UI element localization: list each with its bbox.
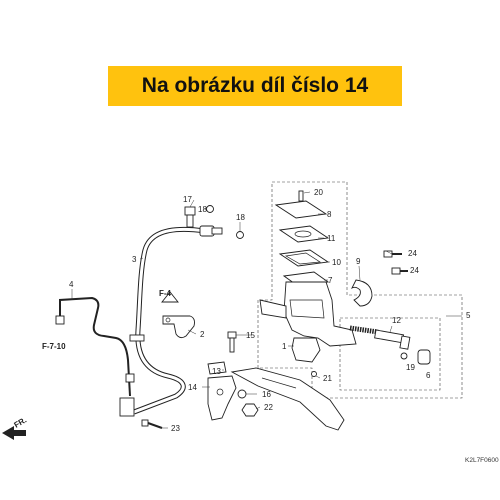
nut-22: [241, 403, 259, 417]
label-17: 17: [183, 195, 192, 204]
front-label: FR.: [13, 415, 29, 429]
bracket-hole: [165, 317, 171, 323]
bolt-24b-head: [391, 267, 401, 275]
hose-bracket-2: [162, 315, 195, 339]
washer-18b: [236, 231, 244, 239]
bolt-17-head: [184, 206, 196, 216]
ref-f7-10: F-7-10: [42, 342, 66, 351]
label-6: 6: [426, 371, 431, 380]
label-10: 10: [332, 258, 341, 267]
piston-12: [374, 329, 405, 344]
front-direction-icon: [2, 426, 26, 440]
label-14: 14: [188, 383, 197, 392]
label-24a: 24: [408, 249, 417, 258]
label-19: 19: [406, 363, 415, 372]
label-1: 1: [282, 342, 287, 351]
leader-21: [315, 375, 321, 379]
master-cylinder-body: [283, 281, 357, 347]
clip-19: [400, 352, 408, 360]
lever-holder-14: [207, 375, 237, 421]
cap-plate-detail: [294, 230, 312, 238]
label-9: 9: [356, 257, 361, 266]
brake-hose-inner: [133, 227, 206, 414]
leader-22: [255, 406, 261, 410]
leader-17: [189, 199, 195, 208]
piston-cup: [399, 335, 411, 350]
leader-3: [139, 257, 144, 260]
label-20: 20: [314, 188, 323, 197]
hose-joint: [119, 397, 135, 417]
label-4: 4: [69, 280, 74, 289]
bolt-15-shank: [229, 337, 235, 353]
f4-arrow-icon: [161, 291, 179, 303]
bolt-15-head: [227, 331, 237, 339]
boot-6: [417, 349, 431, 365]
label-13: 13: [212, 367, 221, 376]
label-18a: 18: [198, 205, 207, 214]
screw-20: [298, 190, 304, 202]
pipe-nut-right: [125, 373, 135, 383]
label-22: 22: [264, 403, 273, 412]
leader-12: [389, 325, 393, 333]
bolt-23-head: [141, 419, 149, 427]
piston-frame: [339, 317, 441, 391]
label-15: 15: [246, 331, 255, 340]
leader-9: [358, 265, 361, 281]
spring: [349, 325, 379, 335]
label-24b: 24: [410, 266, 419, 275]
label-3: 3: [132, 255, 137, 264]
label-2: 2: [200, 330, 205, 339]
brake-switch-1: [291, 337, 321, 363]
banner-text: Na obrázku díl číslo 14: [141, 74, 369, 97]
label-18b: 18: [236, 213, 245, 222]
leader-24b: [399, 269, 407, 272]
pivot-16: [237, 389, 247, 399]
leader-20: [303, 191, 311, 194]
pipe-nut-left: [55, 315, 65, 325]
leader-24a: [385, 250, 393, 255]
boot-9: [350, 279, 373, 307]
body-window: [289, 299, 325, 319]
ref-f4: F-4: [159, 289, 172, 298]
label-16: 16: [262, 390, 271, 399]
label-11: 11: [327, 234, 336, 243]
clamp-arm: [259, 299, 287, 319]
reservoir-cap-8: [274, 200, 328, 219]
diaphragm-detail: [284, 252, 322, 265]
part-13: [207, 361, 227, 375]
bolt-17-shank: [186, 214, 194, 228]
label-5: 5: [466, 311, 471, 320]
part-banner: Na obrázku díl číslo 14: [108, 66, 402, 106]
leader-2: [187, 329, 197, 335]
lever-edge: [261, 377, 297, 389]
hose-clamp: [129, 334, 145, 342]
brake-pipe: [59, 296, 131, 397]
brake-lever: [230, 367, 345, 431]
label-23: 23: [171, 424, 180, 433]
diagram-code: K2L7F0600: [465, 457, 499, 464]
holder-hole: [216, 388, 224, 396]
label-12: 12: [392, 316, 401, 325]
washer-18a: [206, 205, 214, 213]
hose-banjo: [211, 227, 223, 235]
label-21: 21: [323, 374, 332, 383]
bolt-23-shank: [147, 422, 163, 429]
label-8: 8: [327, 210, 332, 219]
screw-21: [311, 371, 317, 377]
label-7: 7: [328, 276, 333, 285]
cap-plate-11: [278, 225, 330, 243]
